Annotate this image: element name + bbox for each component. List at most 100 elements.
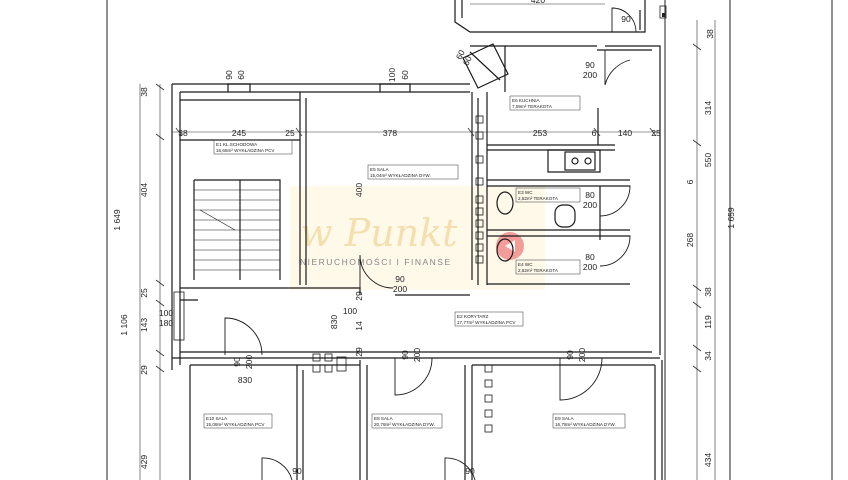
dim-left-38: 38 [139, 87, 149, 97]
dim-room-mid-door-a: 90 [400, 350, 410, 360]
door-left-room [224, 317, 263, 356]
dim-row-245: 245 [232, 128, 246, 138]
room-label-mid: E8 SALA 20,76m² WYKŁADZINA DYW. [371, 413, 443, 429]
dim-bottom-90a: 90 [292, 466, 302, 476]
dimension-labels: 420 90 38 90 60 100 60 60 60 38 38 245 2… [112, 0, 736, 476]
dim-diag-b: 60 [461, 54, 474, 67]
tag-830a: 830 [329, 315, 339, 329]
room-mid-line1: E8 SALA [374, 416, 394, 421]
dim-top: 420 [531, 0, 545, 5]
room-label-right: E9 SALA 16,78m² WYKŁADZINA DYW. [552, 413, 626, 429]
room-wc1-line1: E3 WC [518, 190, 533, 195]
dim-room-right-door-a: 90 [565, 350, 575, 360]
room-labels: E1 KL.SCHODOWA 16,68m² WYKŁADZINA PCV E6… [203, 95, 626, 429]
room-label-corridor: E2 KORYTARZ 17,77m² WYKŁADZINA PCV [454, 311, 524, 327]
room-label-salon-top: E5 SALA 15,04m² WYKŁADZINA DYW. [367, 164, 459, 180]
dim-left-25: 25 [139, 288, 149, 298]
dim-row-25a: 25 [285, 128, 295, 138]
room-label-stairs: E1 KL.SCHODOWA 16,68m² WYKŁADZINA PCV [213, 139, 293, 155]
dim-salon-door-a: 90 [395, 274, 405, 284]
dim-wc1-door-a: 80 [585, 190, 595, 200]
dim-right-268: 268 [685, 233, 695, 247]
dim-wc2-door-a: 80 [585, 252, 595, 262]
dim-chimney-left-b: 60 [236, 70, 246, 80]
dim-row-38: 38 [178, 128, 188, 138]
room-label-wc2: E4 WC 2,52m² TERAKOTA [515, 259, 581, 275]
room-mid-line2: 20,76m² WYKŁADZINA DYW. [374, 422, 435, 427]
dim-right-314: 314 [703, 101, 713, 115]
room-corridor-line1: E2 KORYTARZ [457, 314, 489, 319]
dim-bottom-90b: 90 [465, 466, 475, 476]
room-kitchen-line1: E6 KUCHNIA [512, 98, 541, 103]
dim-corr-side-14: 14 [354, 321, 364, 331]
room-corridor-line2: 17,77m² WYKŁADZINA PCV [457, 320, 516, 325]
room-left-line1: E10 SALA [206, 416, 228, 421]
room-label-kitchen: E6 KUCHNIA 7,59m² TERAKOTA [509, 95, 581, 111]
dim-row-253: 253 [533, 128, 547, 138]
dim-salon-door-b: 200 [393, 284, 407, 294]
dim-right-38: 38 [703, 287, 713, 297]
dim-kitchen-door-a: 90 [585, 60, 595, 70]
room-wc1-line2: 2,52m² TERAKOTA [518, 196, 559, 201]
dim-right-1659: 1 659 [726, 207, 736, 229]
room-salon-top-line1: E5 SALA [370, 167, 390, 172]
dim-left-1649: 1 649 [112, 209, 122, 231]
room-label-left: E10 SALA 15,08m² WYKŁADZINA PCV [203, 413, 273, 429]
dim-right-550: 550 [703, 153, 713, 167]
door-bottom-mid [444, 457, 476, 480]
door-bottom-left [261, 457, 293, 480]
dim-top-door: 90 [621, 14, 631, 24]
door-top [611, 7, 637, 33]
door-right-room [559, 357, 603, 401]
corner-marker [659, 5, 667, 19]
dim-left-143: 143 [139, 318, 149, 332]
watermark: w Punkt NIERUCHOMOŚCI I FINANSE [290, 186, 545, 290]
dim-left-429: 429 [139, 455, 149, 469]
dim-right-434: 434 [703, 453, 713, 467]
dim-top-right: 38 [705, 29, 715, 39]
door-salon [359, 254, 394, 289]
dim-corr-side-100: 100 [343, 306, 357, 316]
dimension-lines [139, 3, 716, 480]
dim-right-119: 119 [703, 315, 713, 329]
walls [171, 0, 663, 480]
dim-mid-29b: 29 [354, 347, 364, 357]
dim-wc1-door-b: 200 [583, 200, 597, 210]
dim-corr-100: 100 [159, 308, 173, 318]
dim-row-140: 140 [618, 128, 632, 138]
dim-room-left-door-b: 200 [244, 355, 254, 369]
corner-marker-fill [662, 13, 665, 17]
dim-left-29: 29 [139, 365, 149, 375]
dim-left-404: 404 [139, 183, 149, 197]
watermark-tagline: NIERUCHOMOŚCI I FINANSE [300, 256, 452, 267]
dim-room-right-door-b: 200 [577, 348, 587, 362]
dim-row-378: 378 [383, 128, 397, 138]
dim-wc2-door-b: 200 [583, 262, 597, 272]
door-wc1 [599, 185, 631, 217]
dim-kitchen-door-b: 200 [583, 70, 597, 80]
dim-row-6: 6 [592, 128, 597, 138]
room-label-wc1: E3 WC 2,52m² TERAKOTA [515, 187, 581, 203]
door-kitchen [604, 50, 631, 86]
dim-row-25b: 25 [651, 128, 661, 138]
watermark-script: w Punkt [300, 211, 458, 255]
doors [224, 7, 637, 480]
room-kitchen-line2: 7,59m² TERAKOTA [512, 104, 553, 109]
room-stairs-line1: E1 KL.SCHODOWA [216, 142, 258, 147]
watermark-bg [290, 186, 545, 290]
room-salon-top-line2: 15,04m² WYKŁADZINA DYW. [370, 173, 431, 178]
dim-diag-a: 60 [454, 48, 467, 61]
dim-chimney-mid-a: 100 [387, 68, 397, 82]
dim-corr-180: 180 [159, 318, 173, 328]
room-right-line1: E9 SALA [555, 416, 575, 421]
dim-room-left-door-a: 90 [232, 357, 242, 367]
dim-room-mid-door-b: 200 [412, 348, 422, 362]
dim-salon-400: 400 [354, 183, 364, 197]
tag-830b: 830 [238, 375, 252, 385]
door-mid-room [394, 357, 433, 396]
dim-right-34: 34 [703, 351, 713, 361]
dim-right-6: 6 [685, 179, 695, 184]
room-wc2-line2: 2,52m² TERAKOTA [518, 268, 559, 273]
room-stairs-line2: 16,68m² WYKŁADZINA PCV [216, 148, 275, 153]
